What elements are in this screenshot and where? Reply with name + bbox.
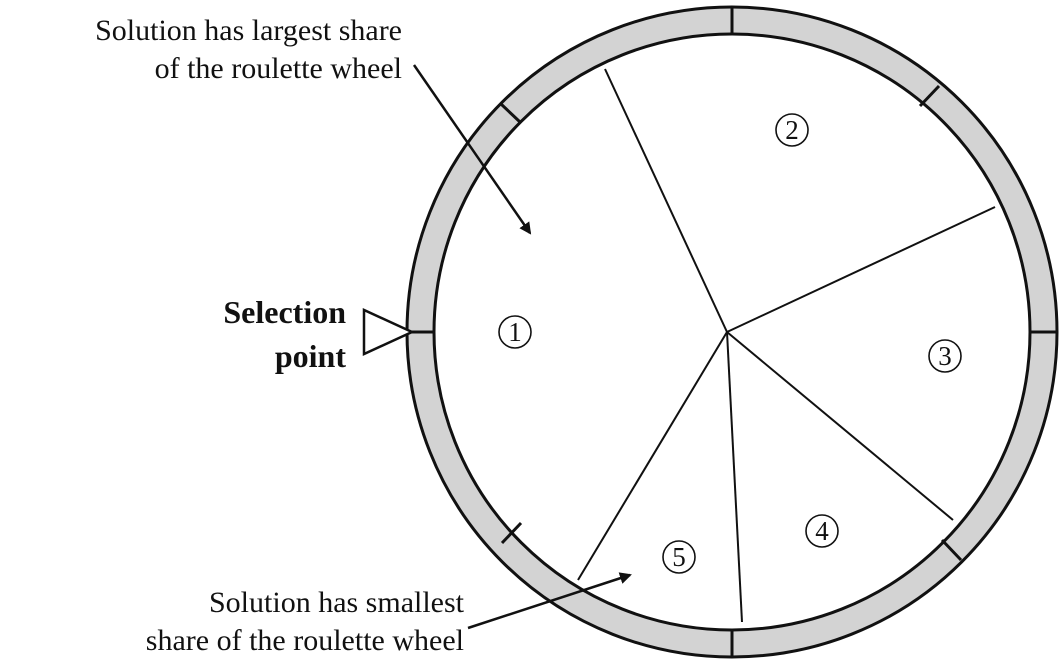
largest-share-arrow [412,64,532,235]
smallest-share-line-1: Solution has smallest [209,586,464,619]
selection-point-line-2: point [274,338,346,374]
segment-label-2: 2 [775,113,809,147]
svg-text:4: 4 [815,516,829,546]
svg-text:1: 1 [508,317,522,347]
divider-5-1 [577,331,728,581]
selection-pointer-icon [362,308,416,356]
divider-1-2 [604,68,728,333]
smallest-share-arrow [467,572,632,630]
selection-point-line-1: Selection [223,294,346,330]
divider-2-3 [726,206,996,333]
rim-tick [499,102,522,124]
segment-label-3: 3 [928,339,962,373]
largest-share-line-2: of the roulette wheel [154,52,402,85]
divider-4-5 [726,331,743,623]
svg-text:2: 2 [785,115,799,145]
largest-share-line-1: Solution has largest share [95,14,402,47]
selection-point-label: Selection point [223,290,346,378]
segment-label-4: 4 [805,514,839,548]
svg-text:5: 5 [672,542,686,572]
wheel-inner-disk [432,32,1032,632]
divider-3-4 [726,331,954,521]
smallest-share-line-2: share of the roulette wheel [145,624,464,657]
smallest-share-annotation: Solution has smallest share of the roule… [146,584,464,660]
segment-dividers [577,68,996,623]
rim-tick [500,521,523,545]
rim-tick [918,84,941,108]
segment-label-5: 5 [662,540,696,574]
rim-ticks [407,7,1057,657]
largest-share-annotation: Solution has largest share of the roulet… [95,12,402,88]
svg-text:3: 3 [938,341,952,371]
rim-tick [940,538,963,562]
segment-label-1: 1 [498,315,532,349]
